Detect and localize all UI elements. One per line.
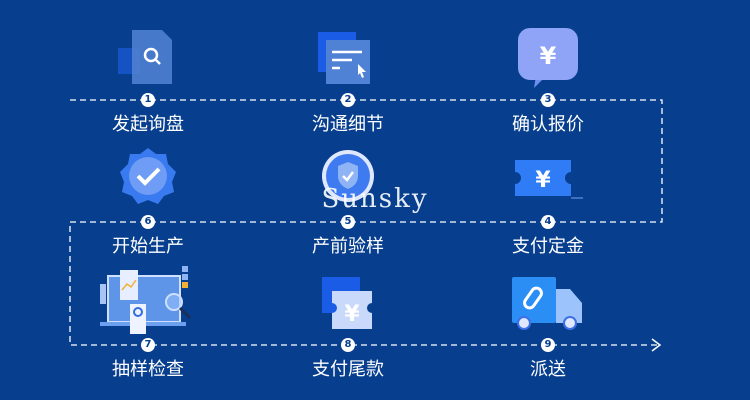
communication-document-icon <box>318 32 370 84</box>
step-number: 4 <box>541 215 555 229</box>
quote-yen-bubble-icon: ¥ <box>518 28 578 88</box>
sample-shield-icon <box>322 150 374 202</box>
production-badge-check-icon <box>120 148 176 204</box>
step-number: 8 <box>341 338 355 352</box>
step-number: 7 <box>141 338 155 352</box>
inquiry-search-icon <box>118 30 172 84</box>
step-label: 发起询盘 <box>112 114 184 135</box>
step-label: 抽样检查 <box>112 359 184 380</box>
final-payment-yen-icon: ¥ <box>322 277 372 329</box>
svg-text:¥: ¥ <box>540 42 557 70</box>
svg-text:¥: ¥ <box>344 302 360 327</box>
arrow-head-icon <box>651 338 662 352</box>
step-number: 1 <box>141 93 155 107</box>
step-label: 开始生产 <box>112 236 184 257</box>
deposit-yen-ticket-icon: ¥ <box>515 160 583 199</box>
step-number: 9 <box>541 338 555 352</box>
inspection-dashboard-icon <box>100 266 192 334</box>
step-label: 支付定金 <box>512 236 584 257</box>
step-number: 3 <box>541 93 555 107</box>
delivery-truck-icon <box>512 277 582 330</box>
step-label: 沟通细节 <box>312 114 384 135</box>
step-label: 产前验样 <box>312 236 384 257</box>
step-label: 派送 <box>530 359 566 380</box>
step-label: 支付尾款 <box>312 359 384 380</box>
step-number: 2 <box>341 93 355 107</box>
step-label: 确认报价 <box>512 114 584 135</box>
svg-text:¥: ¥ <box>535 168 551 193</box>
step-number: 5 <box>341 215 355 229</box>
step-number: 6 <box>141 215 155 229</box>
watermark: Sunsky <box>321 184 429 214</box>
